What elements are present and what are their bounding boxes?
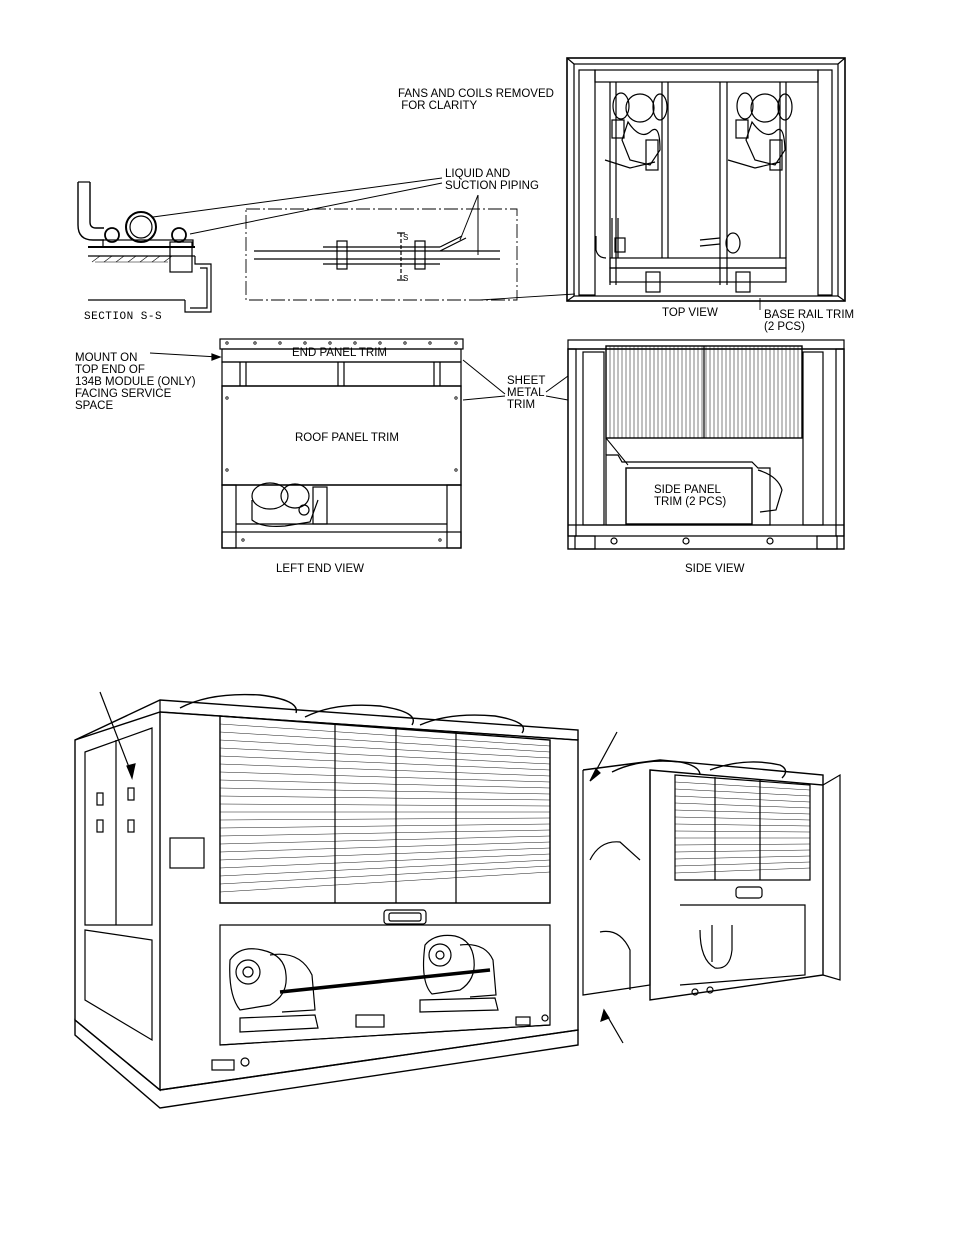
- left-end-view-drawing: [219, 338, 464, 549]
- section-mark-top: S: [403, 233, 409, 242]
- end-panel-trim-label: END PANEL TRIM: [292, 347, 387, 359]
- base-rail-trim-label: BASE RAIL TRIM (2 PCS): [764, 309, 855, 333]
- mount-on-label: MOUNT ON TOP END OF 134B MODULE (ONLY) F…: [75, 352, 196, 412]
- top-view-drawing: [566, 57, 846, 310]
- top-view-label: TOP VIEW: [662, 307, 718, 319]
- mount-on-arrowhead: [211, 353, 222, 361]
- isometric-unit-second: [582, 731, 841, 1044]
- side-view-label: SIDE VIEW: [685, 563, 745, 575]
- mount-on-leader: [149, 352, 219, 358]
- sheet-metal-leaders: [462, 359, 569, 401]
- leader-lines-piping: [152, 177, 479, 255]
- side-panel-trim-label: SIDE PANEL TRIM (2 PCS): [654, 484, 727, 508]
- side-view-drawing: [567, 339, 845, 550]
- left-end-view-label: LEFT END VIEW: [276, 563, 364, 575]
- section-s-s-drawing: [77, 181, 212, 313]
- liquid-suction-piping-label: LIQUID AND SUCTION PIPING: [445, 168, 539, 192]
- isometric-unit-main: [74, 691, 579, 1109]
- sheet-metal-trim-label: SHEET METAL TRIM: [507, 375, 546, 411]
- piping-detail: [245, 208, 576, 301]
- roof-panel-trim-label: ROOF PANEL TRIM: [295, 432, 399, 444]
- fans-coils-removed-label: FANS AND COILS REMOVED FOR CLARITY: [398, 88, 554, 112]
- section-mark-bottom: S: [403, 274, 409, 283]
- section-s-s-label: SECTION S-S: [84, 311, 163, 323]
